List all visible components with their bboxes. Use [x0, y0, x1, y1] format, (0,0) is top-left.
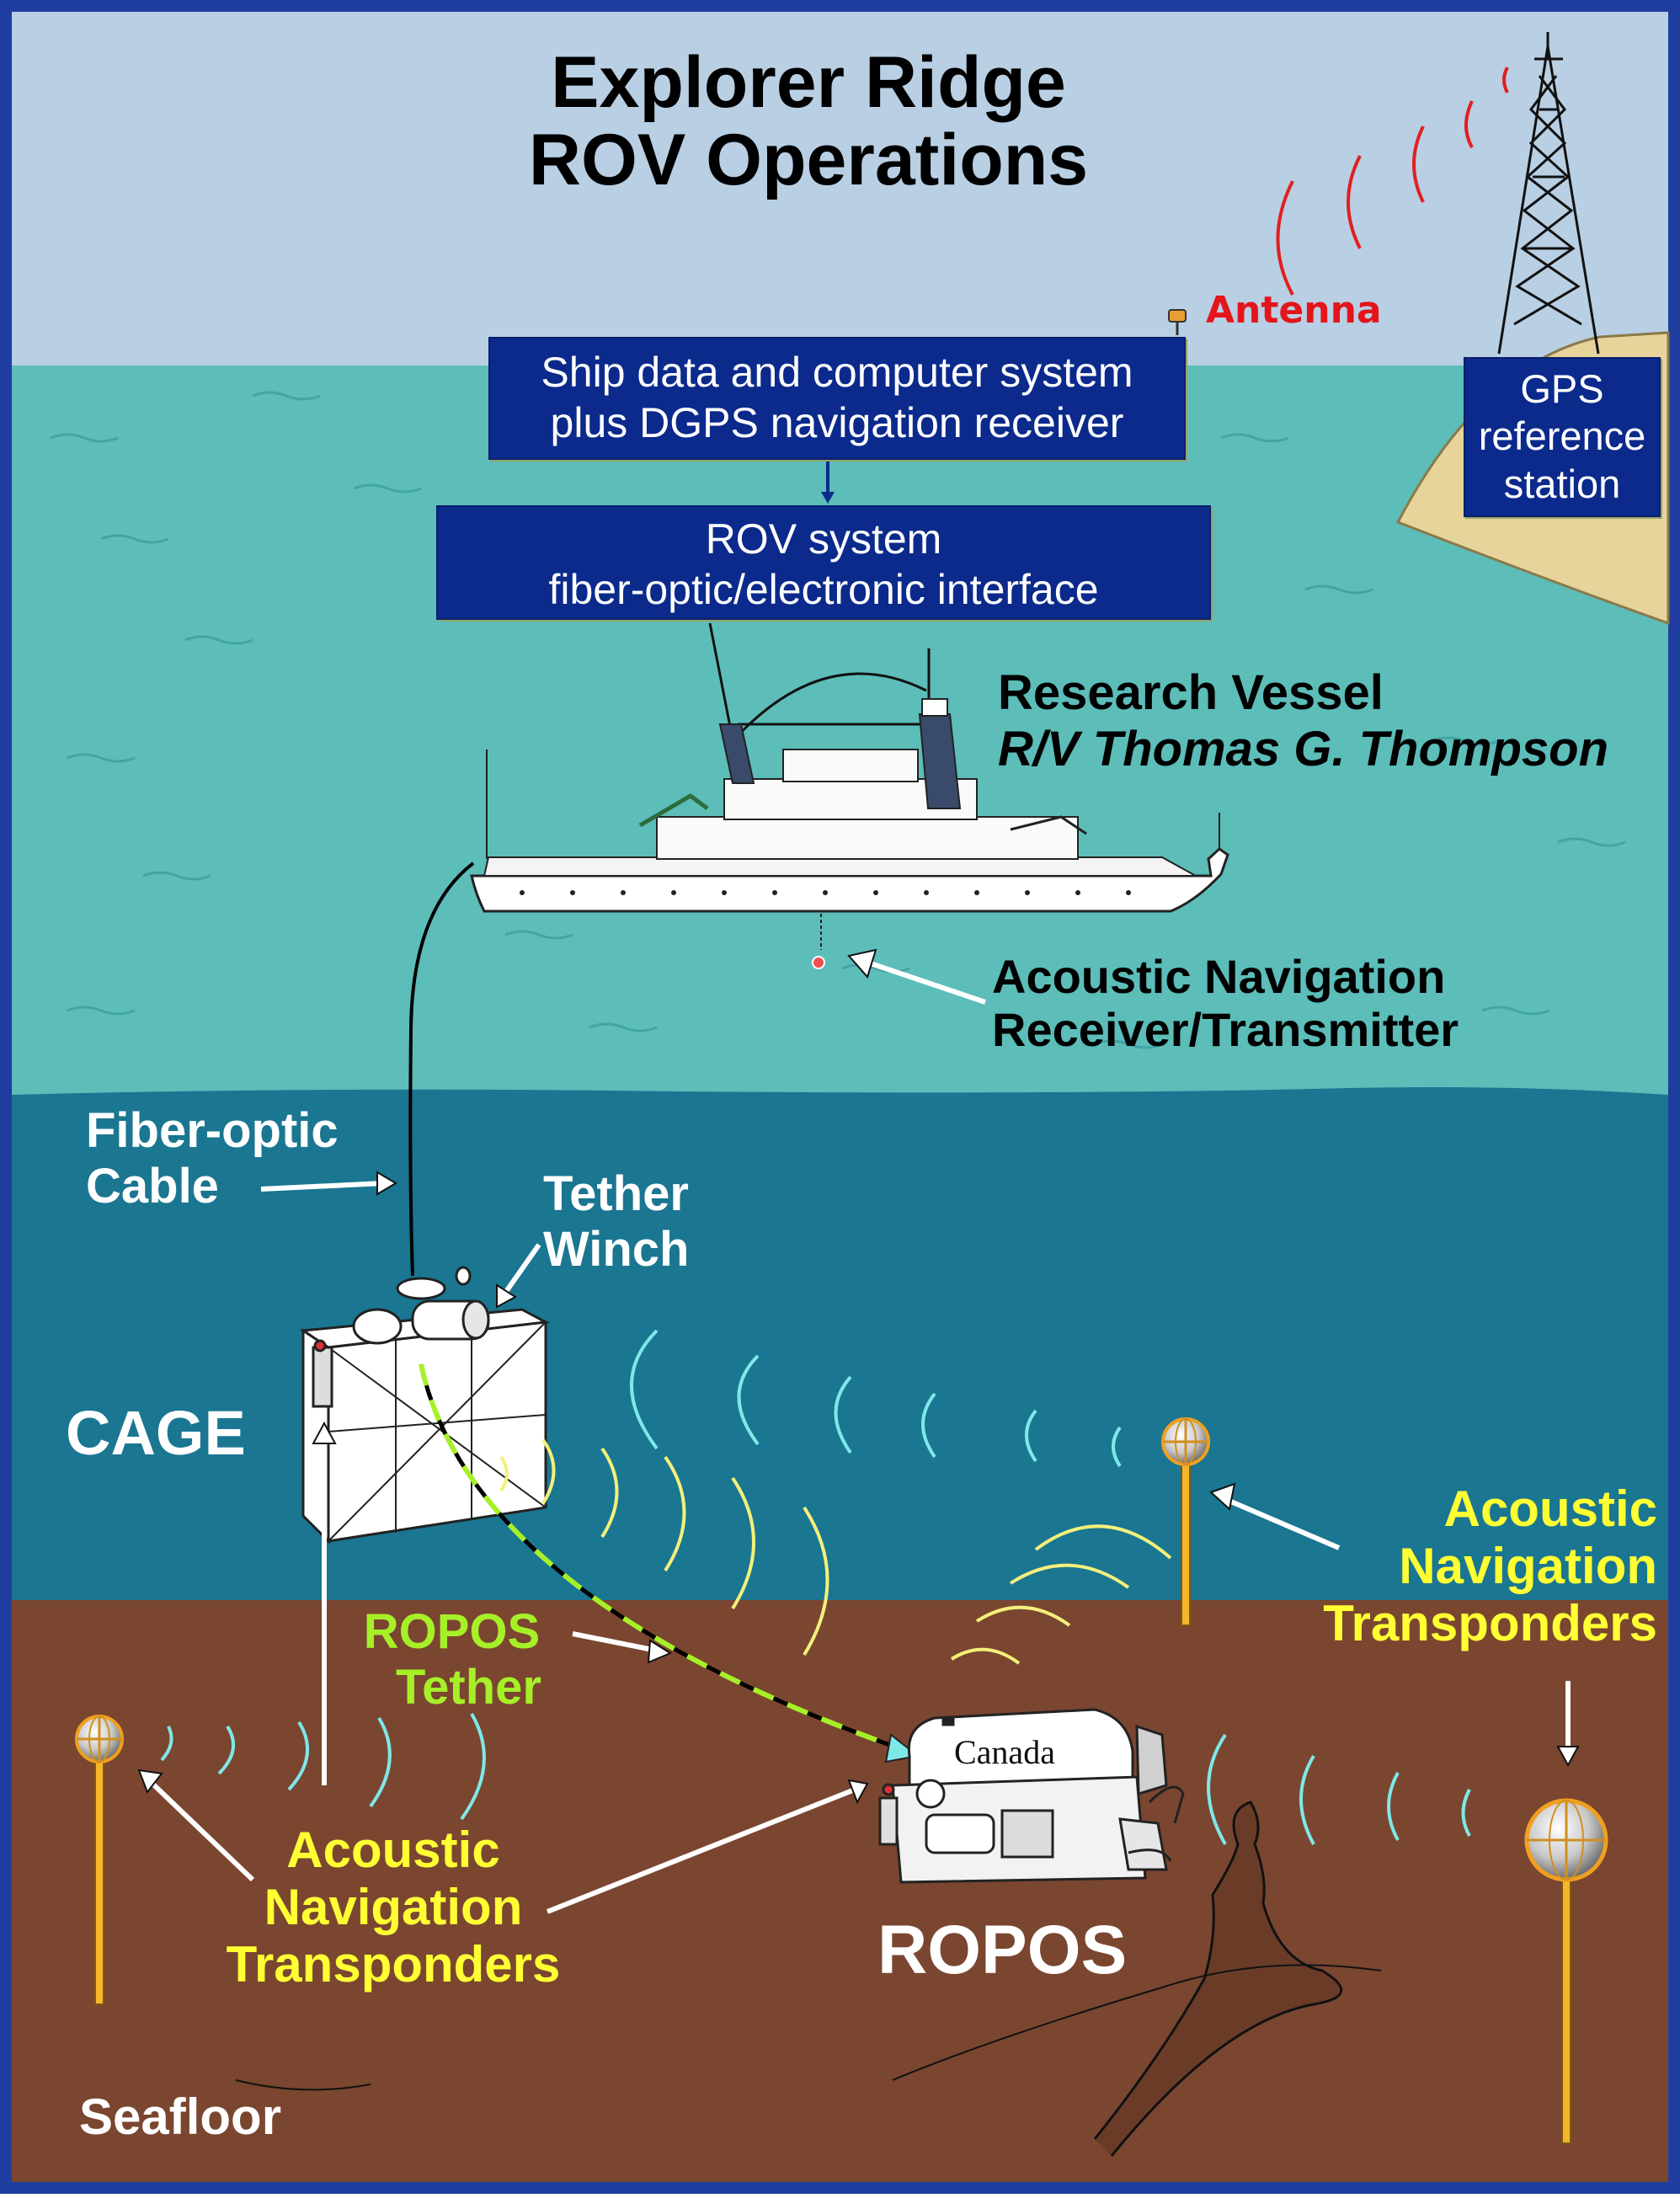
radio-waves	[1276, 67, 1509, 296]
fiber-optic-cable	[408, 862, 475, 1277]
tether-winch-line-1: Tether	[543, 1166, 689, 1221]
sky	[12, 12, 1668, 365]
seafloor-crack	[235, 2079, 371, 2091]
box-connector-arrow	[821, 461, 835, 504]
acoustic-receiver-icon	[812, 956, 825, 969]
transponders-left-line-2: Navigation	[264, 1878, 523, 1935]
ropos-vehicle	[878, 1708, 1185, 1884]
tether-winch-line-2: Winch	[543, 1221, 690, 1277]
title: Explorer Ridge ROV Operations	[0, 44, 1617, 199]
acoustic-receiver-line-2: Receiver/Transmitter	[992, 1003, 1459, 1057]
fiber-optic-line-1: Fiber-optic	[86, 1103, 339, 1158]
ropos-tether-label: ROPOS Tether	[362, 1604, 541, 1715]
transponder-left	[75, 1715, 124, 2005]
gps-station-box: GPS reference station	[1464, 357, 1661, 517]
ropos-label: ROPOS	[877, 1912, 1128, 1988]
cage-label: CAGE	[66, 1398, 246, 1468]
rov-interface-line-2: fiber-optic/electronic interface	[548, 566, 1099, 613]
ropos-tether-line-1: ROPOS	[363, 1604, 541, 1659]
vessel-label: Research Vessel R/V Thomas G. Thompson	[998, 665, 1608, 777]
seafloor-label: Seafloor	[79, 2089, 282, 2145]
transponder-middle	[1161, 1417, 1210, 1626]
research-vessel	[470, 698, 1229, 969]
ship-system-line-2: plus DGPS navigation receiver	[550, 399, 1124, 446]
transponders-right-label: Acoustic Navigation Transponders	[1280, 1480, 1657, 1651]
rov-interface-line-1: ROV system	[705, 515, 942, 563]
ship-system-line-1: Ship data and computer system	[541, 349, 1133, 396]
gps-station-line-2: reference	[1478, 413, 1646, 459]
transponders-left-line-1: Acoustic	[286, 1822, 500, 1878]
fiber-optic-label: Fiber-optic Cable	[86, 1103, 339, 1214]
rov-hull-text: Canada	[954, 1733, 1055, 1771]
transponder-right	[1524, 1798, 1608, 2144]
ropos-tether-dash	[419, 1363, 915, 1756]
gps-station-line-3: station	[1503, 461, 1621, 506]
transponders-left-line-3: Transponders	[226, 1935, 561, 1993]
transponders-left-label: Acoustic Navigation Transponders	[190, 1822, 596, 1993]
fiber-optic-line-2: Cable	[86, 1158, 219, 1214]
transponders-right-line-1: Acoustic	[1443, 1480, 1657, 1537]
cage	[299, 1266, 550, 1544]
antenna-label: Antenna	[1206, 289, 1382, 332]
gps-station-line-1: GPS	[1520, 366, 1604, 411]
antenna-icon	[1168, 309, 1187, 335]
gps-tower	[1497, 32, 1600, 355]
seafloor-ridge-line	[892, 1964, 1382, 2081]
acoustic-signals-yellow	[499, 1438, 1172, 1665]
title-line-2: ROV Operations	[528, 120, 1089, 201]
tether-winch-label: Tether Winch	[543, 1166, 689, 1277]
title-line-1: Explorer Ridge	[551, 42, 1066, 123]
transponders-right-line-3: Transponders	[1323, 1594, 1657, 1651]
sea-surface-water	[12, 365, 1668, 1107]
acoustic-signals-cyan	[160, 1329, 1471, 1845]
ship-system-box: Ship data and computer system plus DGPS …	[488, 337, 1186, 460]
acoustic-receiver-line-1: Acoustic Navigation	[992, 950, 1446, 1003]
ropos-tether-line-2: Tether	[396, 1659, 541, 1715]
rov-interface-box: ROV system fiber-optic/electronic interf…	[436, 505, 1211, 620]
transponders-right-line-2: Navigation	[1399, 1537, 1657, 1594]
vessel-line-2: R/V Thomas G. Thompson	[998, 721, 1609, 776]
vessel-line-1: Research Vessel	[998, 665, 1384, 720]
hydrothermal-chimney	[1093, 1801, 1342, 2157]
acoustic-receiver-label: Acoustic Navigation Receiver/Transmitter	[992, 950, 1459, 1057]
